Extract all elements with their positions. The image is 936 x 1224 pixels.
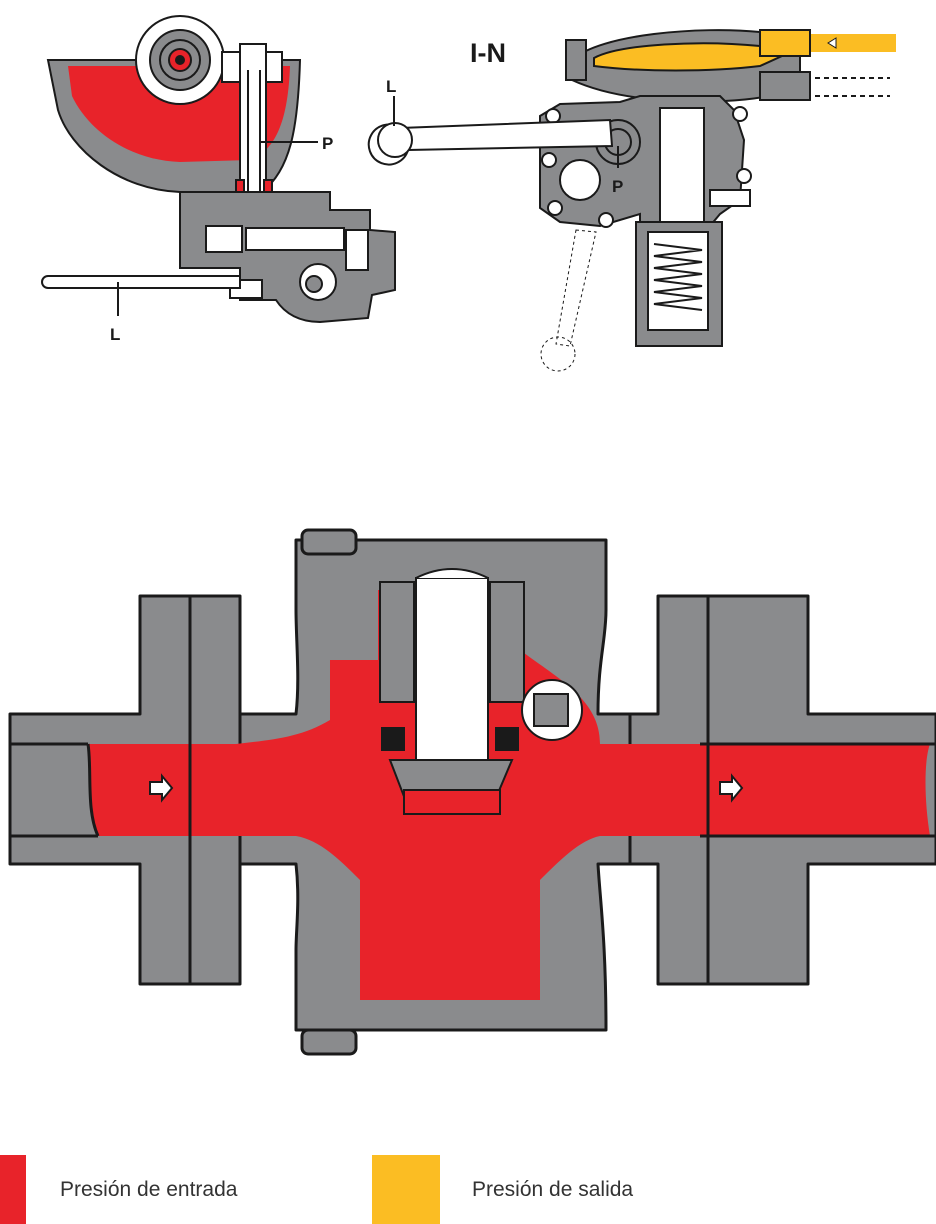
right-p-label: P <box>612 177 623 196</box>
legend-swatch-inlet <box>0 1155 26 1224</box>
diagram-title: I-N <box>470 38 506 68</box>
right-regulator-view <box>367 29 896 372</box>
legend: Presión de entrada Presión de salida <box>0 1155 633 1224</box>
left-l-label: L <box>110 325 120 344</box>
legend-label-inlet: Presión de entrada <box>60 1178 238 1201</box>
legend-swatch-outlet <box>372 1155 440 1224</box>
left-p-label: P <box>322 134 333 153</box>
left-side-view <box>41 15 396 324</box>
inlet-flow-arrow-icon <box>149 773 174 803</box>
outlet-flow-arrow-icon <box>719 773 744 803</box>
right-l-label: L <box>386 77 396 96</box>
legend-label-outlet: Presión de salida <box>472 1178 633 1201</box>
